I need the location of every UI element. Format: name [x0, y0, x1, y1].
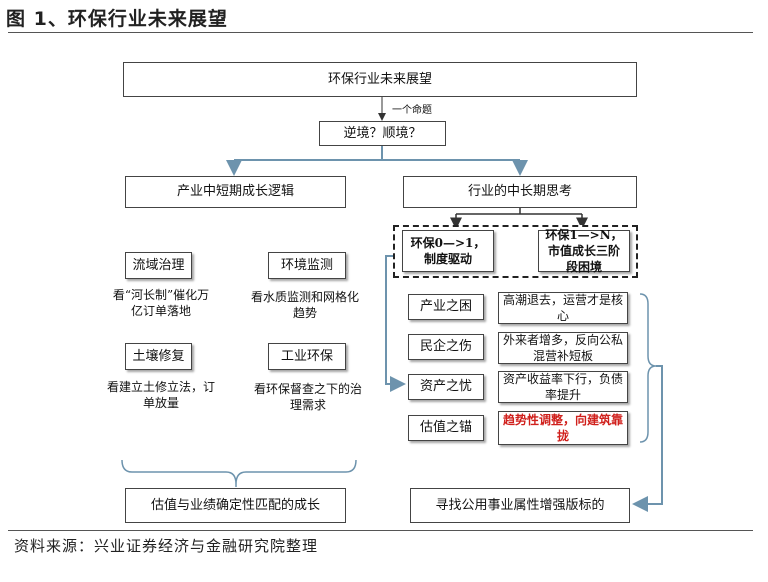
bottom-rule: [8, 530, 753, 531]
future-outlook-box: 环保行业未来展望: [123, 62, 637, 97]
issue-label-box-1: 产业之困: [408, 294, 484, 320]
source-note: 资料来源：兴业证券经济与金融研究院整理: [14, 537, 319, 555]
right-branch-title-box: 行业的中长期思考: [403, 176, 637, 208]
left-item-note-1: 看“河长制”催化万亿订单落地: [112, 288, 210, 319]
left-item-box-1: 流域治理: [125, 252, 192, 279]
issue-label-4: 估值之锚: [419, 420, 472, 436]
left-item-note-3: 看建立土修立法，订单放量: [106, 380, 215, 411]
top-rule: [8, 32, 753, 33]
issue-label-box-2: 民企之伤: [408, 334, 484, 360]
issue-detail-box-2: 外来者增多，反向公私混营补短板: [498, 332, 628, 364]
issue-detail-4: 趋势性调整，向建筑靠拢: [503, 412, 624, 443]
brace-left-items: [121, 459, 357, 485]
left-item-label-3: 土壤修复: [132, 348, 185, 364]
left-item-box-4: 工业环保: [268, 343, 346, 370]
brace-issues: [639, 293, 657, 443]
issue-detail-box-4: 趋势性调整，向建筑靠拢: [498, 411, 628, 445]
issue-detail-1: 高潮退去，运营才是核心: [503, 292, 624, 323]
left-item-note-4: 看环保督查之下的治理需求: [253, 382, 362, 413]
issue-label-3: 资产之忧: [419, 379, 472, 395]
left-conclusion-box: 估值与业绩确定性匹配的成长: [125, 488, 346, 523]
right-branch-title: 行业的中长期思考: [467, 184, 572, 200]
left-conclusion-text: 估值与业绩确定性匹配的成长: [150, 497, 320, 513]
issue-detail-3: 资产收益率下行，负债率提升: [503, 371, 624, 402]
left-branch-title: 产业中短期成长逻辑: [176, 184, 294, 200]
issue-detail-box-3: 资产收益率下行，负债率提升: [498, 371, 628, 403]
figure-title: 图 1、环保行业未来展望: [6, 8, 228, 30]
question-box: 逆境？顺境？: [319, 121, 446, 146]
issue-label-box-3: 资产之忧: [408, 374, 484, 400]
stage-label-2: 环保1—>N，市值成长三阶段困境: [545, 227, 623, 275]
right-conclusion-box: 寻找公用事业属性增强版标的: [410, 488, 630, 523]
question-text: 逆境？顺境？: [343, 125, 422, 141]
left-item-label-4: 工业环保: [280, 348, 333, 364]
future-outlook-text: 环保行业未来展望: [327, 71, 432, 87]
issue-label-box-4: 估值之锚: [408, 415, 484, 441]
issue-label-2: 民企之伤: [419, 339, 472, 355]
connector-label: 一个命题: [392, 105, 432, 116]
right-conclusion-text: 寻找公用事业属性增强版标的: [435, 497, 605, 513]
issue-detail-box-1: 高潮退去，运营才是核心: [498, 292, 628, 324]
left-item-box-3: 土壤修复: [125, 343, 192, 370]
left-item-label-2: 环境监测: [280, 257, 333, 273]
left-item-note-2: 看水质监测和网格化趋势: [250, 290, 359, 321]
issue-detail-2: 外来者增多，反向公私混营补短板: [503, 332, 624, 363]
left-item-box-2: 环境监测: [268, 252, 346, 279]
stage-label-1: 环保0—>1，制度驱动: [410, 235, 486, 266]
left-branch-title-box: 产业中短期成长逻辑: [125, 176, 346, 208]
stage-box-2: 环保1—>N，市值成长三阶段困境: [538, 228, 630, 274]
stage-box-1: 环保0—>1，制度驱动: [402, 230, 494, 272]
left-item-label-1: 流域治理: [132, 257, 185, 273]
issue-label-1: 产业之困: [419, 299, 472, 315]
arrow-issues-to-conclusion: [632, 365, 663, 512]
